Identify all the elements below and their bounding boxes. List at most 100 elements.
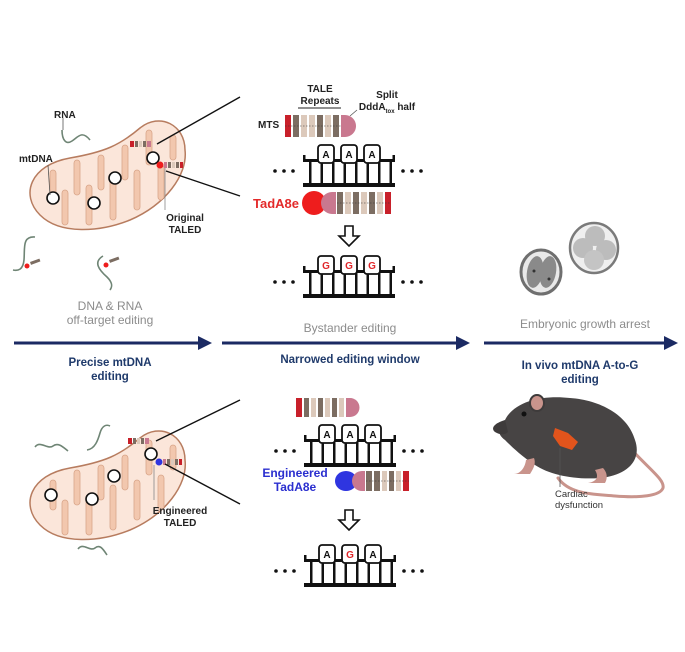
dna-bottom-strand — [303, 294, 395, 298]
dna-rung — [378, 159, 381, 183]
base-letter: A — [369, 430, 376, 441]
dna-end-cap — [303, 266, 306, 272]
base-letter: A — [368, 150, 375, 161]
ellipsis-dot — [420, 569, 424, 573]
engineered-taled-icon — [155, 458, 182, 466]
mts-label: MTS — [258, 120, 280, 131]
dna-rung — [390, 439, 393, 463]
ellipsis-dot — [419, 280, 423, 284]
dna-end-cap — [392, 266, 395, 272]
rna-strand — [77, 545, 108, 556]
base-box — [341, 544, 359, 564]
dna-rung — [390, 559, 393, 583]
dna-rung — [389, 270, 392, 294]
base-box — [341, 424, 359, 444]
dna-end-cap — [393, 435, 396, 441]
mtdna-circle — [44, 488, 58, 502]
ellipsis-dot — [420, 449, 424, 453]
solution-in-vivo-editing: In vivo mtDNA A-to-G editing — [521, 360, 639, 386]
solution-precise-editing: Precise mtDNA editing — [68, 357, 152, 383]
dna-rung — [355, 270, 358, 294]
dna-bottom-strand — [304, 583, 396, 587]
dna-rung — [321, 559, 324, 583]
dna-rung — [366, 159, 369, 183]
dna-end-cap — [392, 155, 395, 161]
rna-label: RNA — [54, 110, 76, 121]
ellipsis-dot — [411, 449, 415, 453]
base-box — [317, 144, 335, 164]
mtdna-circle — [87, 196, 101, 210]
ellipsis-dot — [419, 169, 423, 173]
base-box — [340, 144, 358, 164]
problem-bystander: Bystander editing — [303, 321, 397, 335]
taled-construct-top — [285, 107, 358, 137]
dna-rung — [344, 439, 347, 463]
dna-rung — [343, 159, 346, 183]
cardiac-dysfunction-label: Cardiac dysfunction — [555, 489, 604, 512]
dna-rung — [309, 270, 312, 294]
mtdna-circle — [108, 171, 122, 185]
mitochondrion-original — [29, 120, 186, 231]
dna-rung — [379, 559, 382, 583]
dna-rung — [367, 439, 370, 463]
original-taled-label: Original TALED — [166, 213, 204, 236]
rna-strand — [61, 129, 91, 144]
dna-end-cap — [393, 555, 396, 561]
timeline-arrow-2 — [222, 336, 470, 350]
dna-rung — [333, 559, 336, 583]
base-letter: A — [322, 150, 329, 161]
embryo-four-cell — [568, 221, 620, 275]
dna-rung — [366, 270, 369, 294]
mtdna-circle — [144, 447, 158, 461]
base-letter: A — [323, 430, 330, 441]
embryo-two-cell — [519, 248, 563, 296]
dna-rung — [356, 559, 359, 583]
mtdna-circle — [146, 151, 160, 165]
timeline-arrow-1 — [14, 336, 212, 350]
dna-rung — [310, 559, 313, 583]
base-letter: A — [369, 550, 376, 561]
base-box — [340, 255, 358, 275]
ellipsis-dot — [282, 280, 286, 284]
base-box — [318, 544, 336, 564]
ellipsis-dot — [410, 169, 414, 173]
ellipsis-dot — [292, 569, 296, 573]
dna-rung — [367, 559, 370, 583]
engineered-tada8e-construct — [335, 471, 409, 491]
ellipsis-dot — [402, 449, 406, 453]
dna-end-cap — [304, 555, 307, 561]
tale-repeats-label: TALE Repeats — [300, 84, 340, 107]
base-letter: A — [345, 150, 352, 161]
dna-rung — [310, 439, 313, 463]
base-box — [317, 255, 335, 275]
ellipsis-dot — [273, 280, 277, 284]
rna-strand — [34, 443, 69, 452]
ellipsis-dot — [283, 449, 287, 453]
ellipsis-dot — [283, 569, 287, 573]
mtdna-circle — [107, 469, 121, 483]
down-arrow-icon — [337, 509, 361, 532]
base-box — [364, 424, 382, 444]
dna-bottom-strand — [303, 183, 395, 187]
engineered-tada8e-label: Engineered TadA8e — [262, 466, 328, 495]
mtdna-circle — [46, 191, 60, 205]
dna-bottom-strand — [304, 463, 396, 467]
down-arrow-icon — [337, 225, 361, 248]
heart-icon — [553, 428, 578, 450]
base-box — [363, 144, 381, 164]
ellipsis-dot — [292, 449, 296, 453]
ellipsis-dot — [410, 280, 414, 284]
base-letter: G — [346, 550, 354, 561]
problem-off-target: DNA & RNA off-target editing — [66, 299, 154, 328]
dna-rung — [309, 159, 312, 183]
timeline-arrow-3 — [484, 336, 678, 350]
taled-construct-bottom — [296, 398, 360, 417]
base-letter: G — [345, 261, 353, 272]
dna-rung — [321, 439, 324, 463]
taled-membrane-top — [130, 141, 151, 147]
tada8e-construct-top — [302, 191, 391, 215]
base-box — [318, 424, 336, 444]
